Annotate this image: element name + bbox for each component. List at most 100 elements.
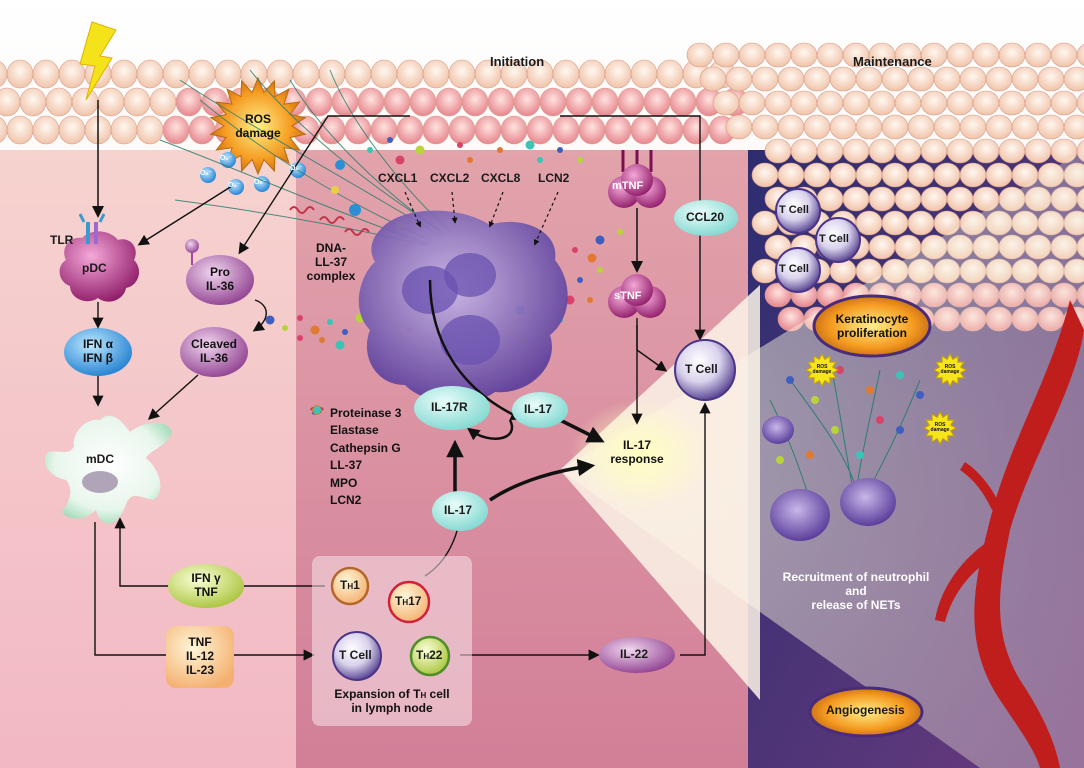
lcn2-icon <box>310 406 324 506</box>
ll37-icon <box>289 206 315 214</box>
mdc-label: mDC <box>86 452 115 466</box>
stnf-label: sTNF <box>614 290 642 302</box>
th22-cell <box>409 635 451 677</box>
granule-particle-icon <box>497 147 503 153</box>
granule-particle-icon <box>457 142 463 148</box>
il17-label: IL-17 <box>444 503 473 517</box>
granule-particle-icon <box>617 229 623 235</box>
maintenance-tcell-label: T Cell <box>779 263 809 275</box>
keratinocyte-proliferation-bubble <box>812 294 932 358</box>
superoxide-label: O₂⁻ <box>220 155 233 162</box>
blood-vessel-branch <box>960 462 1000 510</box>
maintenance-tcell <box>775 188 821 234</box>
tcell-lymph-label: T Cell <box>339 648 372 662</box>
granule-particle-icon <box>395 155 405 165</box>
granule-particle-icon <box>572 247 578 253</box>
granule-particle-icon <box>896 426 904 434</box>
maintenance-tcell <box>775 247 821 293</box>
cleaved-il36-bubble <box>180 327 248 377</box>
granule-particle-icon <box>876 416 884 424</box>
mtnf-trimer <box>608 150 666 208</box>
mdc-cell <box>44 415 172 524</box>
mpo-icon <box>310 405 324 489</box>
lightning-icon <box>79 21 117 101</box>
maintenance-neutrophil <box>840 478 896 526</box>
ros-damage-small-icon <box>932 352 968 388</box>
maintenance-neutrophil <box>762 416 794 444</box>
granule-particle-icon <box>265 315 275 325</box>
cathepsin-g-icon <box>310 406 324 454</box>
granule-particle-icon <box>319 337 325 343</box>
ifn-ab-bubble <box>64 328 132 376</box>
neutrophil-cell <box>358 210 568 404</box>
chemokine-lcn2: LCN2 <box>538 171 570 185</box>
protease-legend: Proteinase 3 Elastase Cathepsin G LL-37 … <box>310 404 401 509</box>
net-fibers <box>159 69 451 246</box>
granule-particle-icon <box>367 147 373 153</box>
neutrophil-nucleus-lobe <box>440 315 500 365</box>
granule-particle-icon <box>866 386 874 394</box>
granule-particle-icon <box>856 451 864 459</box>
maintenance-particles <box>776 366 924 464</box>
elastase-icon <box>310 405 324 436</box>
granule-particle-icon <box>577 277 583 283</box>
blood-vessel-branch <box>935 540 998 622</box>
superoxide-icon <box>228 179 244 195</box>
ll37-icon <box>344 228 370 236</box>
light-cone <box>560 150 1084 768</box>
tcell-center <box>674 339 736 401</box>
granule-particle-icon <box>806 451 814 459</box>
il17-bubble <box>512 392 568 428</box>
dna-node-icon <box>335 160 345 170</box>
superoxide-label: O₂⁻ <box>254 179 267 186</box>
chemokine-cxcl2: CXCL2 <box>430 171 470 185</box>
granule-particle-icon <box>387 137 393 143</box>
pro-il36-bubble <box>186 255 254 305</box>
granule-particle-icon <box>577 157 583 163</box>
dna-node-icon <box>349 204 361 216</box>
granule-particle-icon <box>916 391 924 399</box>
ifng-tnf-bubble <box>168 564 244 608</box>
granule-particle-icon <box>595 235 605 245</box>
th22-label: TH22 <box>416 648 443 662</box>
granule-particle-icon <box>587 253 597 263</box>
ccl20-bubble <box>674 200 738 236</box>
angiogenesis-label: Angiogenesis <box>826 703 905 717</box>
section-title-maintenance: Maintenance <box>853 54 932 69</box>
granule-particle-icon <box>282 325 288 331</box>
granule-particle-icon <box>342 329 348 335</box>
pdc-cell <box>59 231 140 302</box>
legend-item: Elastase <box>310 405 401 440</box>
granule-particle-icon <box>297 315 303 321</box>
il17r-bubble <box>414 386 490 430</box>
ros-damage-small-icon <box>922 410 958 446</box>
granule-particle-icon <box>467 157 473 163</box>
neutrophil-nucleus-lobe <box>444 253 496 297</box>
superoxide-label: O₂⁻ <box>200 170 213 177</box>
th17-label: TH17 <box>395 594 422 608</box>
superoxide-label: O₂⁻ <box>228 182 241 189</box>
left-arrows <box>92 115 711 661</box>
legend-item: LCN2 <box>310 406 401 510</box>
th1-label: TH1 <box>340 578 360 592</box>
granule-particle-icon <box>327 319 333 325</box>
maintenance-tcell-label: T Cell <box>819 233 849 245</box>
granule-particle-icon <box>335 340 345 350</box>
tcell-lymph <box>332 631 382 681</box>
chemokine-arrows <box>404 191 559 246</box>
granule-particle-icon <box>310 325 320 335</box>
angiogenesis-bubble <box>808 686 924 738</box>
granule-particle-icon <box>776 456 784 464</box>
